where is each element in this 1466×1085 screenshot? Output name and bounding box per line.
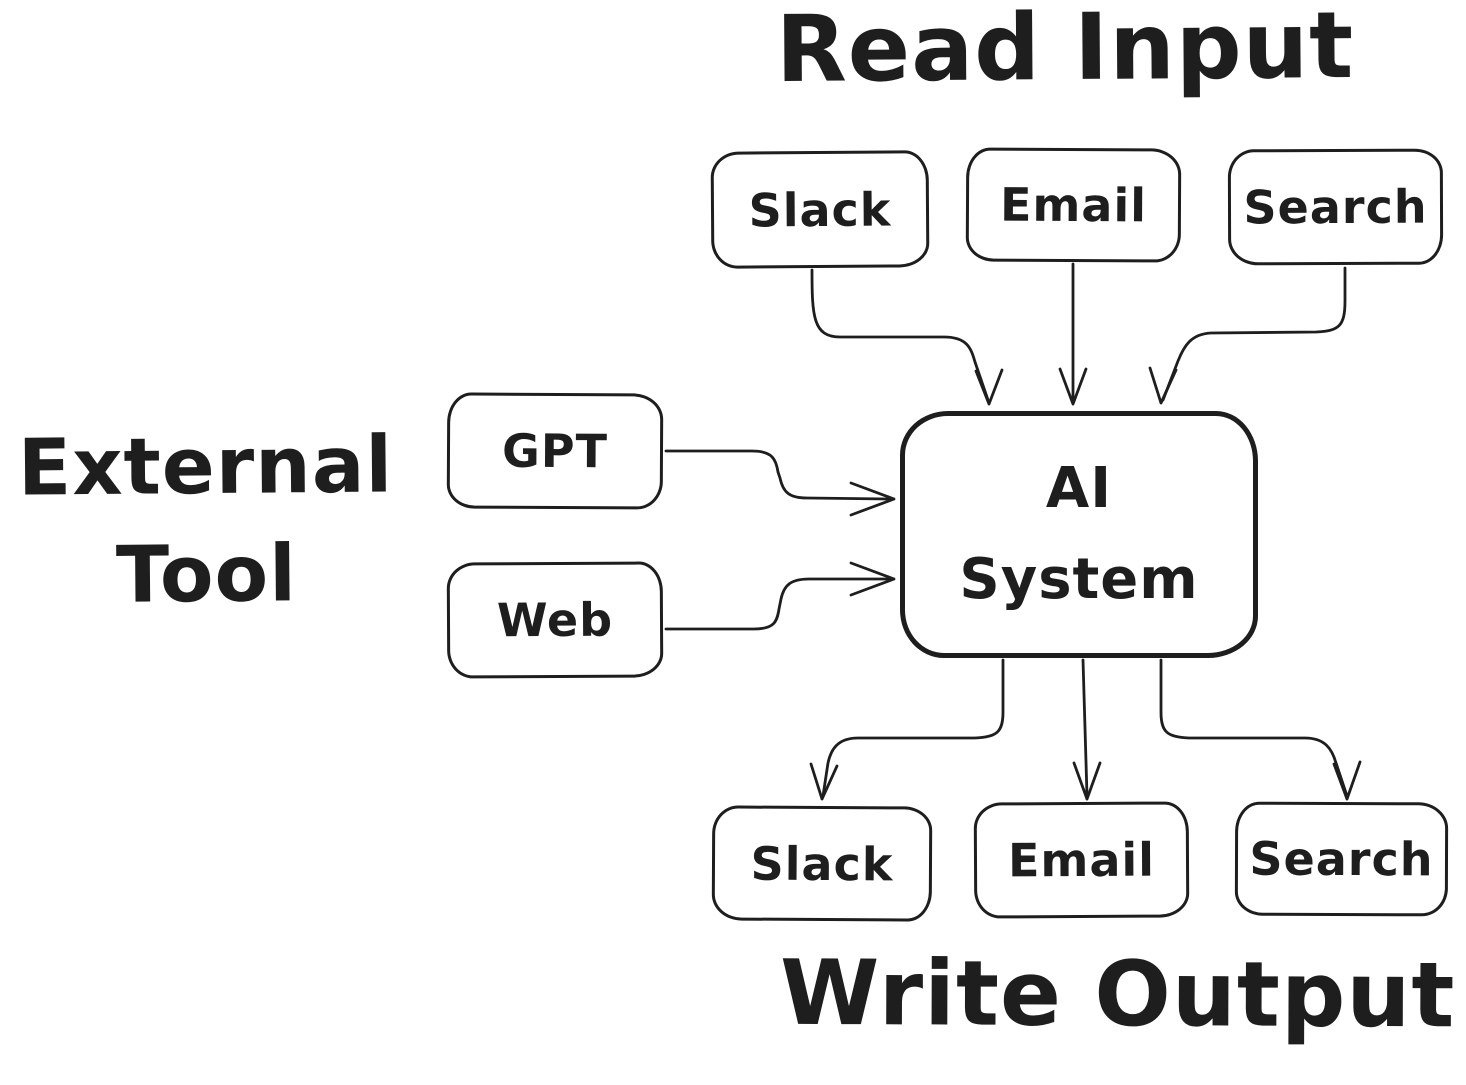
node-web-label: Web: [496, 592, 614, 648]
node-output-email: Email: [973, 801, 1190, 919]
connector-ai-to-output-slack: [809, 658, 1005, 801]
connector-input-slack-to-ai: [810, 268, 1004, 406]
node-input-email-label: Email: [999, 177, 1148, 233]
node-ai-system-label-line1: AI: [1045, 455, 1113, 521]
read-input-title: Read Input: [775, 0, 1355, 104]
node-ai-system: AI System: [900, 411, 1258, 658]
write-output-title: Write Output: [779, 940, 1456, 1049]
external-tool-label: External Tool: [0, 412, 413, 631]
node-input-search: Search: [1227, 148, 1444, 266]
connector-web-to-ai: [664, 561, 896, 631]
external-tool-label-line2: Tool: [115, 528, 298, 621]
node-output-slack-label: Slack: [750, 836, 894, 891]
connector-input-email-to-ai: [1058, 262, 1088, 406]
node-ai-system-label-line2: System: [959, 546, 1199, 612]
connector-ai-to-output-email: [1072, 658, 1102, 801]
node-input-slack: Slack: [710, 150, 930, 269]
connector-ai-to-output-search: [1159, 658, 1362, 801]
node-input-slack-label: Slack: [748, 182, 892, 237]
node-output-slack: Slack: [711, 805, 933, 922]
external-tool-label-line1: External: [17, 420, 394, 514]
node-output-search-label: Search: [1249, 831, 1434, 887]
node-web: Web: [446, 561, 664, 679]
node-output-search: Search: [1234, 801, 1449, 917]
connector-input-search-to-ai: [1148, 266, 1347, 405]
node-gpt: GPT: [446, 392, 664, 510]
node-output-email-label: Email: [1007, 832, 1156, 888]
connector-gpt-to-ai: [664, 449, 896, 517]
node-input-search-label: Search: [1243, 179, 1428, 235]
node-input-email: Email: [965, 147, 1182, 263]
node-gpt-label: GPT: [501, 423, 609, 479]
